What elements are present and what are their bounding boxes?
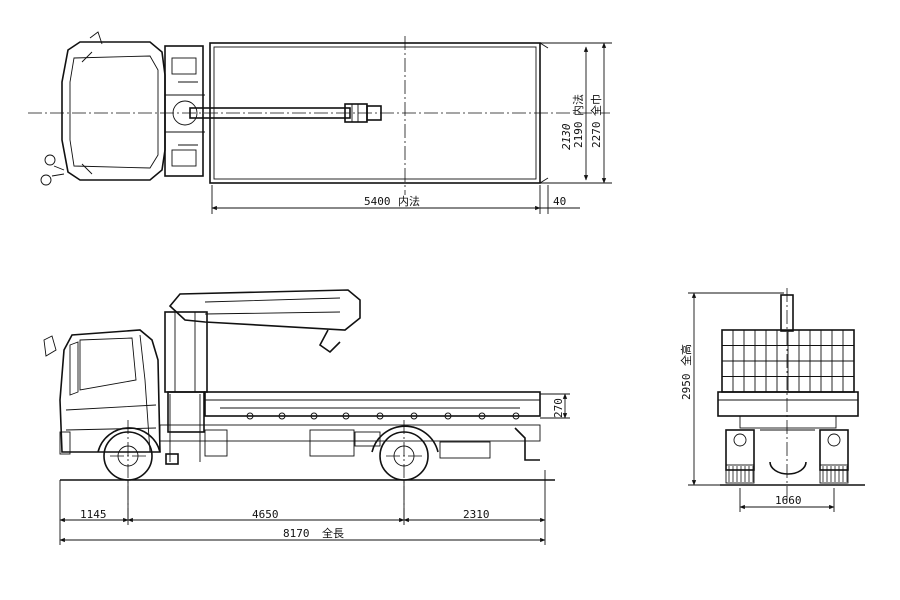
inner-width-label: 内法 — [571, 94, 585, 116]
overall-width-value: 2270 — [590, 122, 603, 149]
overall-height-value: 2950 — [680, 374, 693, 401]
tail-gap-value: 40 — [553, 195, 566, 208]
overall-length-value: 8170 — [283, 527, 310, 540]
rear-view-chassis — [725, 415, 849, 475]
overall-width-label: 全巾 — [589, 94, 603, 116]
top-view-boom — [189, 103, 382, 123]
top-view-cab — [40, 31, 205, 186]
inner-width-value: 2190 — [572, 122, 585, 149]
top-view-deck — [209, 42, 549, 184]
gate-height-value: 270 — [552, 398, 565, 418]
side-view-rear-wheel — [371, 425, 439, 481]
rear-view-tyres — [725, 464, 849, 484]
rear-view: 2950 全高 1660 — [679, 288, 865, 512]
rear-view-gate — [717, 329, 859, 417]
side-view-front-wheel — [97, 427, 161, 481]
front-overhang-value: 1145 — [80, 508, 107, 521]
inner-width-handwritten: 2130 — [560, 123, 573, 150]
wheelbase-value: 4650 — [252, 508, 279, 521]
rear-overhang-value: 2310 — [463, 508, 490, 521]
top-view: 5400 内法 40 2130 2190 内法 2270 全巾 — [28, 31, 612, 214]
overall-height-label: 全高 — [679, 344, 693, 366]
side-view-crane — [164, 289, 361, 465]
overall-length-label: 全長 — [322, 526, 344, 540]
side-view-chassis — [159, 424, 541, 461]
side-view: 270 1145 4650 2310 8170 全長 — [43, 289, 570, 545]
side-view-cab — [43, 329, 161, 455]
inner-length-label: 内法 — [398, 194, 420, 208]
track-value: 1660 — [775, 494, 802, 507]
inner-length-value: 5400 — [364, 195, 391, 208]
side-view-deck — [204, 391, 541, 420]
